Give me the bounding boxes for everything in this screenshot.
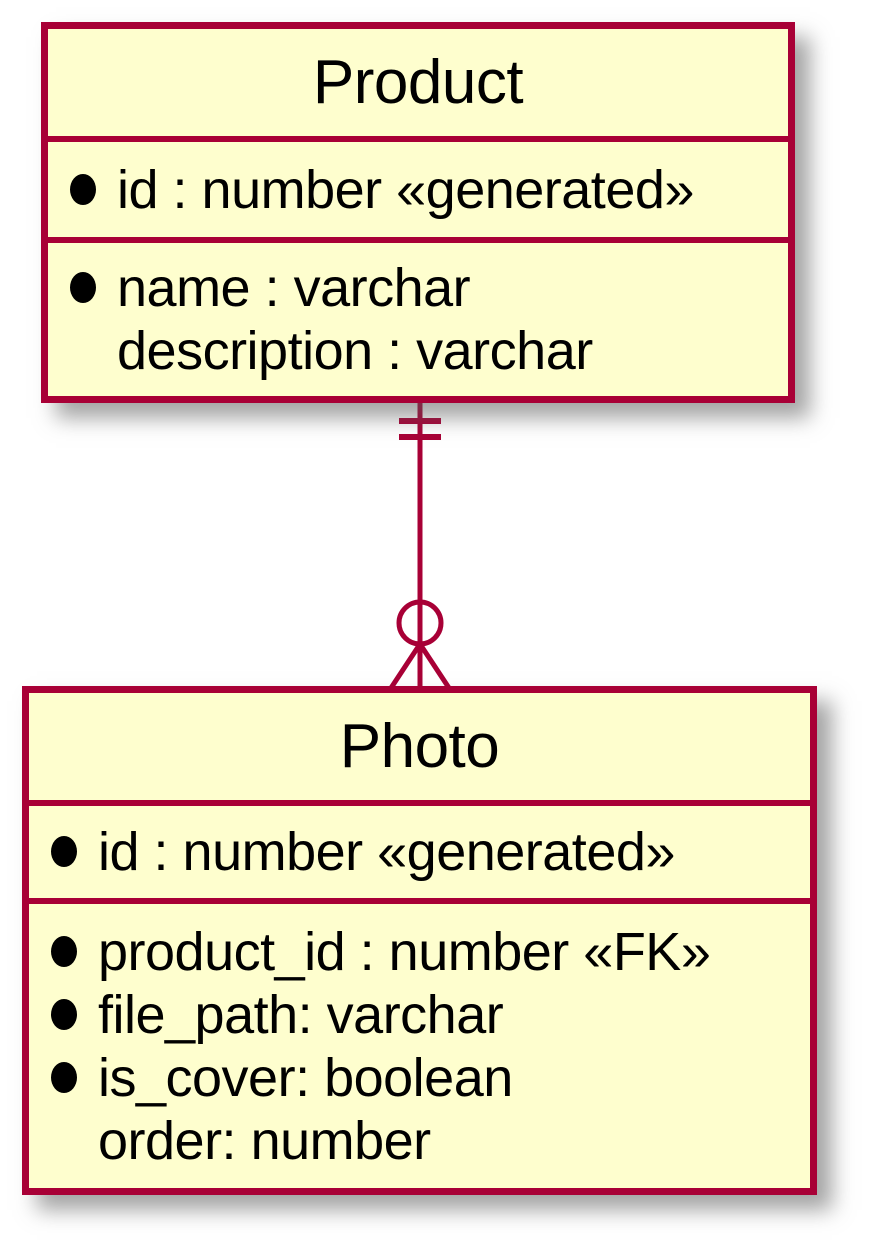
- attr-row-description: description : varchar: [70, 319, 788, 382]
- attr-label: file_path: varchar: [98, 984, 504, 1045]
- entity-product-attr-section: name : varchar description : varchar: [48, 243, 788, 396]
- attr-label: description : varchar: [117, 320, 593, 381]
- entity-photo-key-section: id : number «generated»: [29, 806, 810, 898]
- entity-product-key-section: id : number «generated»: [48, 142, 788, 237]
- entity-product-title: Product: [48, 29, 788, 136]
- entity-separator: [48, 237, 788, 243]
- attr-row-id: id : number «generated»: [51, 820, 810, 883]
- crowfoot-lines-icon: [388, 642, 452, 690]
- entity-title-label: Product: [312, 48, 524, 117]
- mandatory-bullet-icon: [70, 174, 96, 205]
- zero-or-many-crowfoot-icon: [388, 599, 452, 690]
- entity-product: Product id : number «generated» name : v…: [41, 22, 795, 403]
- mandatory-bullet-icon: [51, 936, 77, 967]
- entity-separator: [29, 898, 810, 904]
- mandatory-bullet-icon: [51, 999, 77, 1030]
- mandatory-bullet-icon: [51, 836, 77, 867]
- entity-photo: Photo id : number «generated» product_id…: [22, 686, 817, 1195]
- attr-row-file-path: file_path: varchar: [51, 983, 810, 1046]
- attr-row-order: order: number: [51, 1109, 810, 1172]
- attr-label: order: number: [98, 1110, 431, 1171]
- entity-title-label: Photo: [339, 712, 500, 781]
- attr-row-product-id: product_id : number «FK»: [51, 920, 810, 983]
- attr-label: product_id : number «FK»: [98, 921, 711, 982]
- mandatory-bullet-icon: [51, 1062, 77, 1093]
- attr-row-name: name : varchar: [70, 256, 788, 319]
- entity-photo-attr-section: product_id : number «FK» file_path: varc…: [29, 904, 810, 1188]
- entity-photo-title: Photo: [29, 693, 810, 800]
- mandatory-bullet-icon: [70, 272, 96, 303]
- entity-separator: [29, 800, 810, 806]
- attr-row-is-cover: is_cover: boolean: [51, 1046, 810, 1109]
- entity-separator: [48, 136, 788, 142]
- attr-row-id: id : number «generated»: [70, 158, 788, 221]
- attr-label: id : number «generated»: [117, 159, 694, 220]
- attr-label: is_cover: boolean: [98, 1047, 513, 1108]
- attr-label: name : varchar: [117, 257, 471, 318]
- attr-label: id : number «generated»: [98, 821, 675, 882]
- one-cardinality-ticks-icon: [399, 418, 441, 440]
